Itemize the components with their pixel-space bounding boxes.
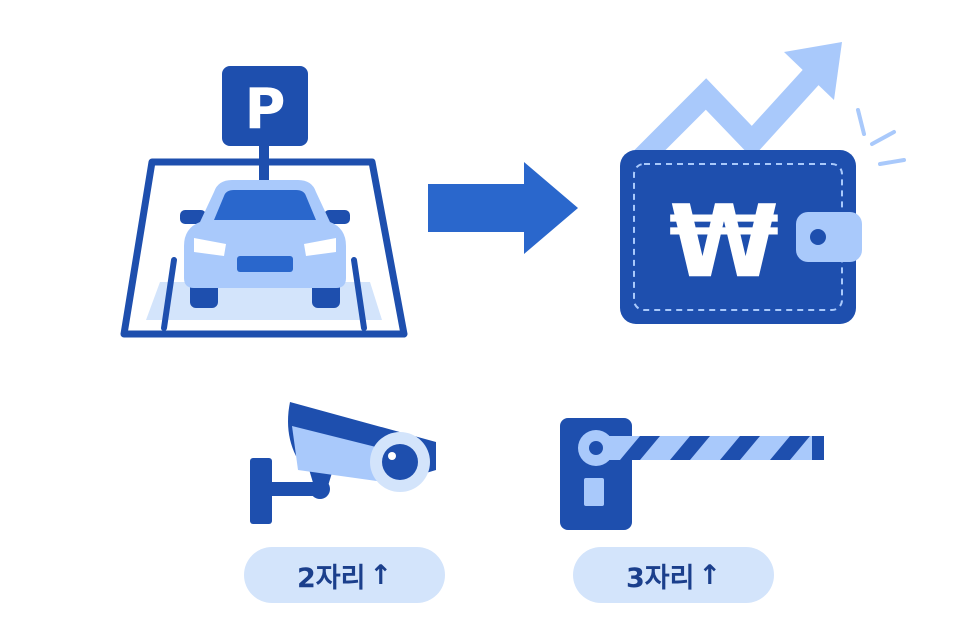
cctv-camera-icon (250, 402, 436, 524)
right-arrow-icon (428, 162, 578, 254)
digit-badge-2: 2자리 ↑ (244, 547, 445, 603)
wallet-currency-symbol: ₩ (669, 183, 779, 300)
digit-badge-3: 3자리 ↑ (573, 547, 774, 603)
up-arrow-icon: ↑ (369, 559, 393, 591)
boom-barrier-icon (560, 418, 824, 530)
wallet-icon: ₩ (620, 150, 862, 324)
trend-up-arrow-icon (632, 42, 906, 168)
parking-sign-letter: P (244, 77, 285, 142)
up-arrow-icon: ↑ (698, 559, 722, 591)
digit-badge-2-text: 2자리 (296, 562, 366, 594)
parking-sign-icon: P (222, 66, 308, 146)
car-icon (180, 180, 350, 308)
digit-badge-3-text: 3자리 (625, 562, 695, 594)
